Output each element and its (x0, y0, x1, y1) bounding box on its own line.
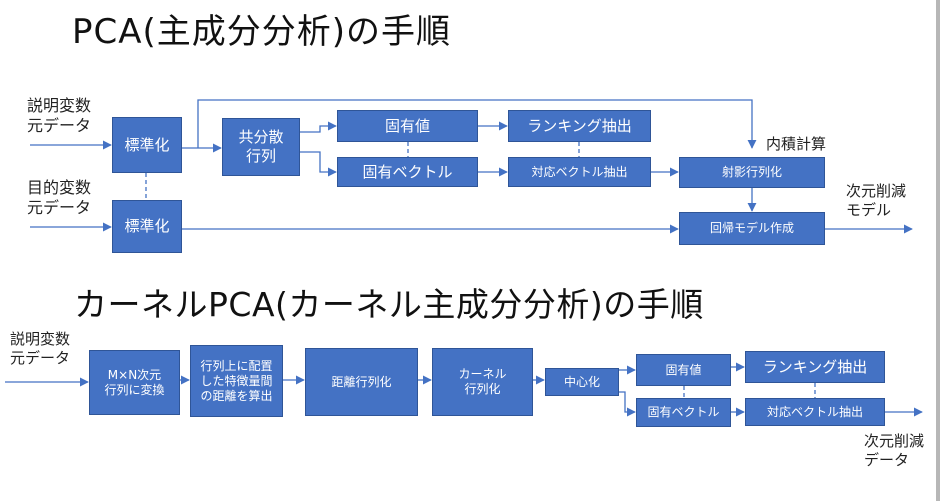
kpca-ranking-extract-box: ランキング抽出 (745, 351, 885, 383)
to-matrix-box: M×N次元 行列に変換 (89, 350, 180, 415)
kpca-title: カーネルPCA(カーネル主成分分析)の手順 (74, 285, 704, 324)
distance-calc-box: 行列上に配置 した特徴量間 の距離を算出 (190, 345, 283, 417)
inner-product-label: 内積計算 (766, 135, 827, 153)
eigenvector-box: 固有ベクトル (337, 157, 478, 187)
kpca-eigenvalue-box: 固有値 (636, 354, 731, 386)
pca-input-target-label: 目的変数 元データ (27, 178, 92, 217)
ranking-extract-box: ランキング抽出 (508, 110, 651, 142)
eigenvalue-box: 固有値 (337, 110, 478, 142)
kernel-matrix-box: カーネル 行列化 (432, 348, 533, 416)
regression-model-box: 回帰モデル作成 (679, 212, 825, 245)
pca-input-explanatory-label: 説明変数 元データ (27, 96, 92, 135)
vector-extract-box: 対応ベクトル抽出 (508, 157, 651, 187)
kpca-eigenvector-box: 固有ベクトル (636, 398, 731, 427)
pca-title: PCA(主成分分析)の手順 (72, 12, 452, 52)
centering-box: 中心化 (545, 368, 619, 396)
standardize-box-1: 標準化 (112, 117, 182, 173)
distance-matrix-box: 距離行列化 (305, 348, 418, 416)
kpca-input-label: 説明変数 元データ (10, 330, 71, 367)
arrow-covariance-to-eigenvector (300, 151, 337, 177)
arrow-centering-to-eigenvector (619, 391, 636, 417)
arrow-bypass-to-projection (197, 99, 757, 149)
right-border (936, 0, 940, 501)
covariance-matrix-box: 共分散 行列 (222, 118, 300, 176)
arrow-covariance-to-eigenvalue (300, 121, 337, 133)
standardize-box-2: 標準化 (112, 200, 182, 253)
kpca-vector-extract-box: 対応ベクトル抽出 (745, 398, 885, 426)
pca-output-label: 次元削減 モデル (846, 182, 907, 219)
projection-matrix-box: 射影行列化 (679, 157, 825, 188)
kpca-output-label: 次元削減 データ (864, 432, 925, 469)
